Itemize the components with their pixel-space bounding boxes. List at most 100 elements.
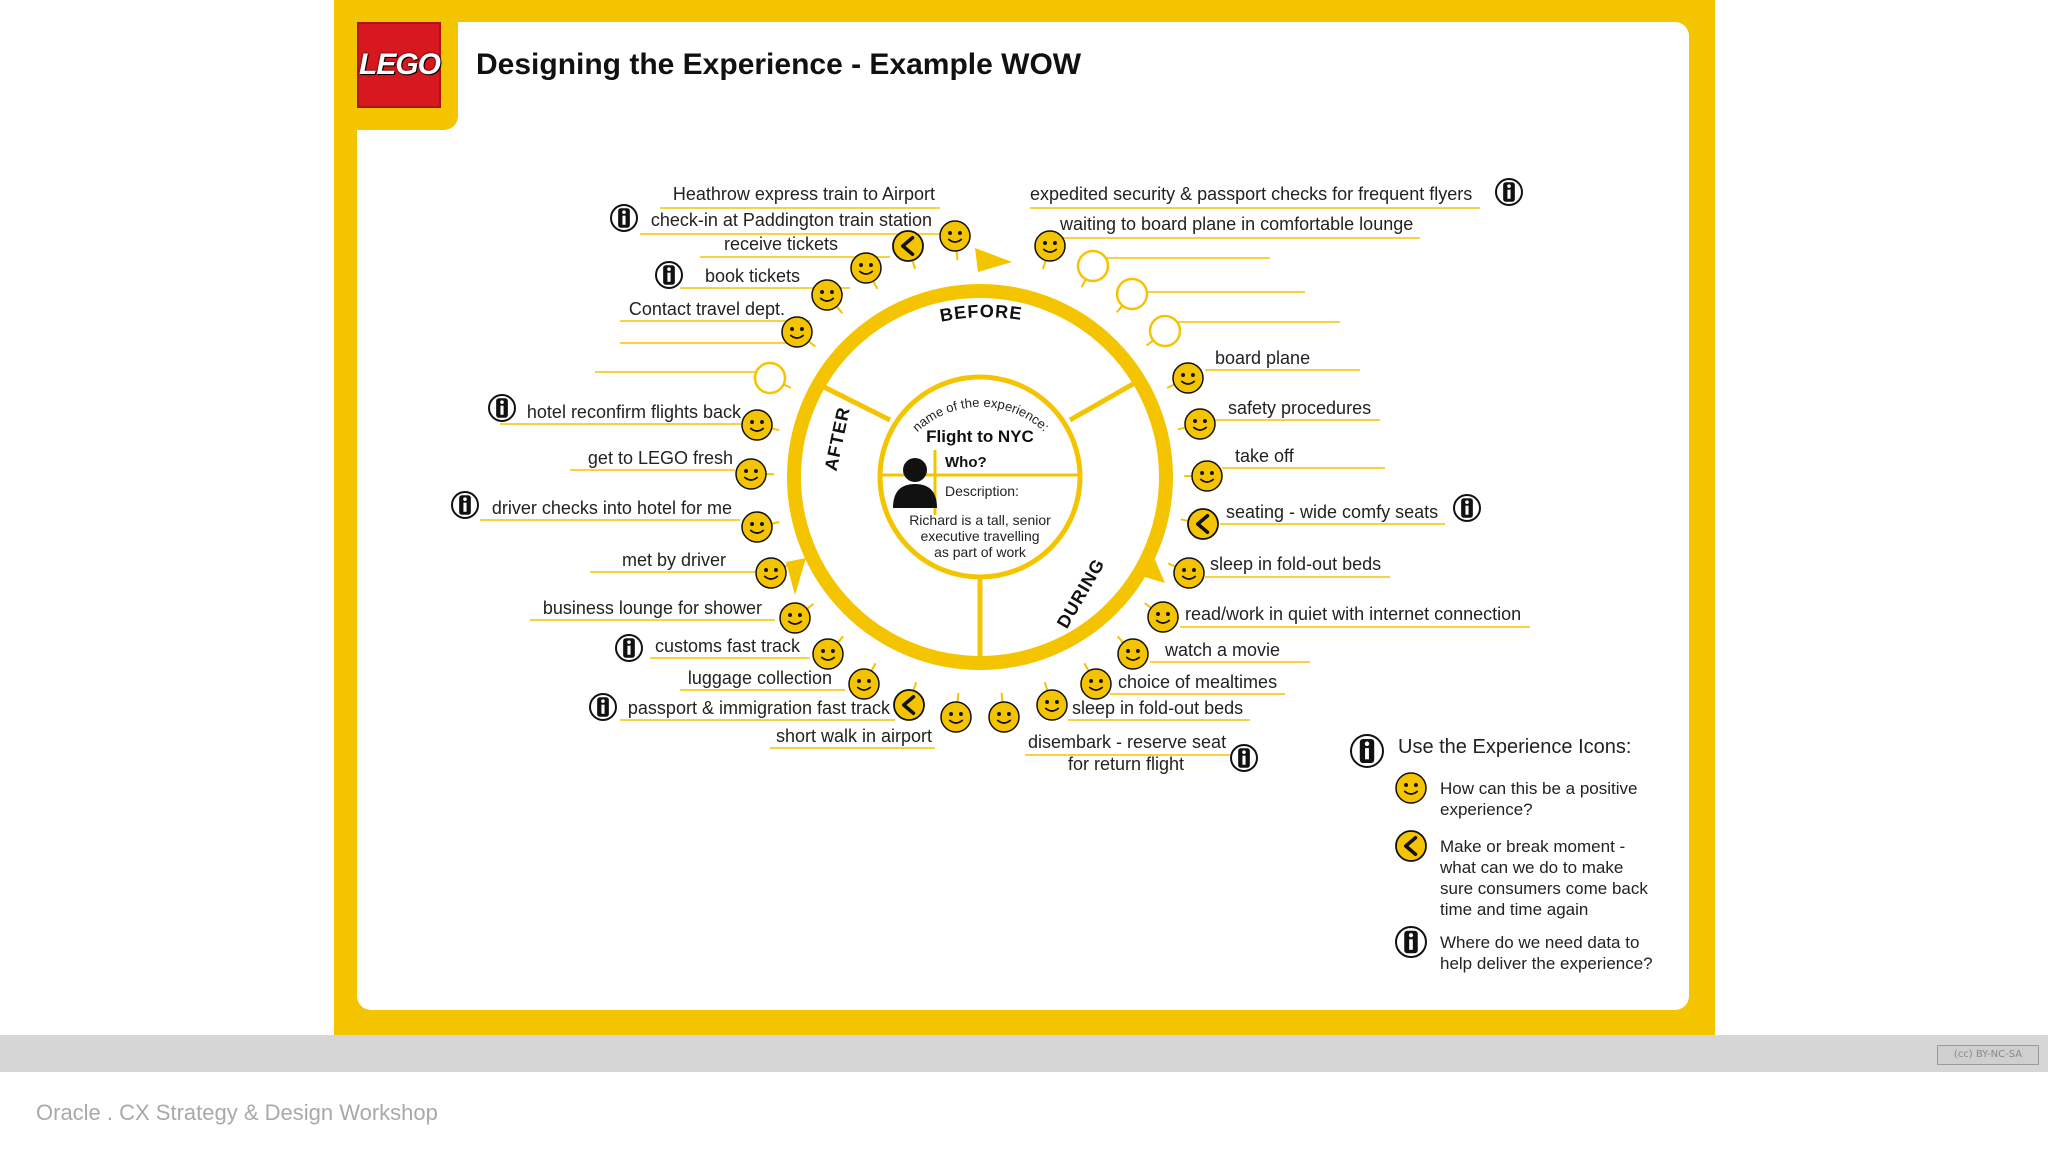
make-or-break-icon (892, 230, 924, 262)
license-badge: (cc) BY-NC-SA (1937, 1045, 2039, 1065)
journey-steps: Heathrow express train to Airport check-i… (451, 178, 1530, 774)
smiley-icon (988, 701, 1020, 733)
journey-step (620, 316, 816, 348)
step-label: met by driver (622, 550, 726, 570)
smiley-icon (939, 220, 971, 252)
phase-divider (818, 382, 892, 423)
step-label: Heathrow express train to Airport (673, 184, 935, 204)
ring-arrow-during (1138, 548, 1165, 583)
journey-step: waiting to board plane in comfortable lo… (1034, 214, 1420, 270)
journey-step: business lounge for shower (530, 598, 815, 634)
empty-slot-icon (1148, 314, 1182, 348)
step-label: get to LEGO fresh (588, 448, 733, 468)
smiley-icon (1191, 460, 1223, 492)
slide-title: Designing the Experience - Example WOW (476, 48, 1082, 81)
who-label: Who? (945, 454, 987, 471)
info-icon (488, 394, 516, 422)
journey-step: Heathrow express train to Airport (660, 184, 940, 209)
step-label: receive tickets (724, 234, 838, 254)
smiley-icon (1034, 230, 1066, 262)
journey-step: met by driver (590, 550, 793, 589)
step-label-line2: for return flight (1068, 754, 1184, 774)
step-label: customs fast track (655, 636, 801, 656)
journey-step: take off (1184, 446, 1385, 492)
info-icon (1350, 734, 1384, 768)
smiley-icon (1184, 408, 1216, 440)
smiley-icon (1036, 689, 1068, 721)
legend-text: Where do we need data to (1440, 933, 1639, 952)
info-icon (1395, 926, 1427, 958)
step-label: short walk in airport (776, 726, 932, 746)
step-label: read/work in quiet with internet connect… (1185, 604, 1521, 624)
legend-text: what can we do to make (1439, 858, 1623, 877)
step-label: sleep in fold-out beds (1210, 554, 1381, 574)
journey-step (1076, 249, 1270, 288)
smiley-icon (1147, 601, 1179, 633)
legend-item: How can this be a positive experience? (1395, 772, 1638, 819)
info-icon (610, 204, 638, 232)
description-line: as part of work (934, 544, 1027, 560)
journey-step: short walk in airport (770, 692, 972, 749)
smiley-icon (848, 668, 880, 700)
journey-step: hotel reconfirm flights back (488, 394, 780, 441)
journey-step (1115, 277, 1305, 313)
step-label: disembark - reserve seat (1028, 732, 1226, 752)
ring-arrow-before (975, 248, 1012, 272)
legend-text: sure consumers come back (1440, 879, 1648, 898)
info-icon (1453, 494, 1481, 522)
smiley-icon (850, 252, 882, 284)
lego-logo: LEGO (357, 22, 441, 108)
info-icon (589, 693, 617, 721)
smiley-icon (1173, 557, 1205, 589)
description-line: executive travelling (920, 528, 1039, 544)
journey-step: receive tickets (700, 230, 924, 270)
journey-step: sleep in fold-out beds (1167, 554, 1390, 589)
journey-step: luggage collection (680, 662, 880, 700)
make-or-break-icon (1395, 830, 1427, 862)
empty-slot-icon (1115, 277, 1149, 311)
bottom-bar (0, 1035, 2048, 1072)
step-label: hotel reconfirm flights back (527, 402, 742, 422)
step-label: sleep in fold-out beds (1072, 698, 1243, 718)
phase-label-before: BEFORE (938, 301, 1024, 326)
journey-step: sleep in fold-out beds (1036, 681, 1250, 721)
smiley-icon (1395, 772, 1427, 804)
journey-step: driver checks into hotel for me (451, 491, 780, 543)
journey-step: seating - wide comfy seats (1180, 494, 1481, 540)
journey-step: get to LEGO fresh (570, 448, 774, 490)
experience-name: Flight to NYC (926, 427, 1034, 446)
journey-step: board plane (1166, 348, 1360, 394)
step-label: seating - wide comfy seats (1226, 502, 1438, 522)
smiley-icon (755, 557, 787, 589)
phase-divider (1068, 377, 1142, 423)
footer-text: Oracle . CX Strategy & Design Workshop (36, 1100, 438, 1125)
legend-text: time and time again (1440, 900, 1588, 919)
step-label: check-in at Paddington train station (651, 210, 932, 230)
legend-title: Use the Experience Icons: (1398, 736, 1631, 758)
step-label: Contact travel dept. (629, 299, 785, 319)
journey-step: safety procedures (1177, 398, 1380, 440)
smiley-icon (741, 409, 773, 441)
step-label: waiting to board plane in comfortable lo… (1059, 214, 1413, 234)
smiley-icon (741, 511, 773, 543)
smiley-icon (1080, 668, 1112, 700)
journey-step: passport & immigration fast track (589, 681, 925, 721)
step-label: luggage collection (688, 668, 832, 688)
make-or-break-icon (1187, 508, 1219, 540)
legend-text: experience? (1440, 800, 1533, 819)
journey-step: read/work in quiet with internet connect… (1144, 601, 1530, 633)
smiley-icon (812, 638, 844, 670)
empty-slot-icon (1076, 249, 1110, 283)
step-label: take off (1235, 446, 1295, 466)
journey-step (595, 361, 792, 395)
info-icon (1495, 178, 1523, 206)
smiley-icon (735, 458, 767, 490)
journey-step (1145, 314, 1340, 348)
legend-item: Make or break moment -what can we do to … (1395, 830, 1648, 919)
legend-text: How can this be a positive (1440, 779, 1638, 798)
phase-label-after: AFTER (821, 405, 854, 473)
legend: Use the Experience Icons: How can this be… (1350, 734, 1653, 973)
journey-step: book tickets (655, 252, 882, 290)
legend-text: help deliver the experience? (1440, 954, 1653, 973)
